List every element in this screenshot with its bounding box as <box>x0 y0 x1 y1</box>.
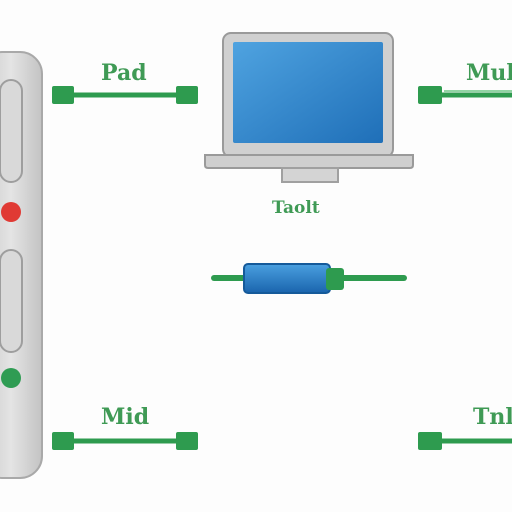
red-status-light <box>1 202 21 222</box>
label-top-left: Pad <box>101 60 147 86</box>
label-top-right: Mul <box>466 60 512 86</box>
green-status-light <box>1 368 21 388</box>
laptop-icon <box>204 32 414 183</box>
label-middle: Taolt <box>272 198 320 218</box>
label-bottom-left: Mid <box>101 404 150 430</box>
usb-adapter-icon <box>211 263 407 294</box>
cable-bottom-left <box>52 432 198 450</box>
cable-top-left <box>52 86 198 104</box>
cable-top-right <box>418 86 512 104</box>
label-bottom-right: Tnl <box>473 404 512 430</box>
cable-bottom-right <box>418 432 512 450</box>
router-tower-icon <box>0 51 43 479</box>
